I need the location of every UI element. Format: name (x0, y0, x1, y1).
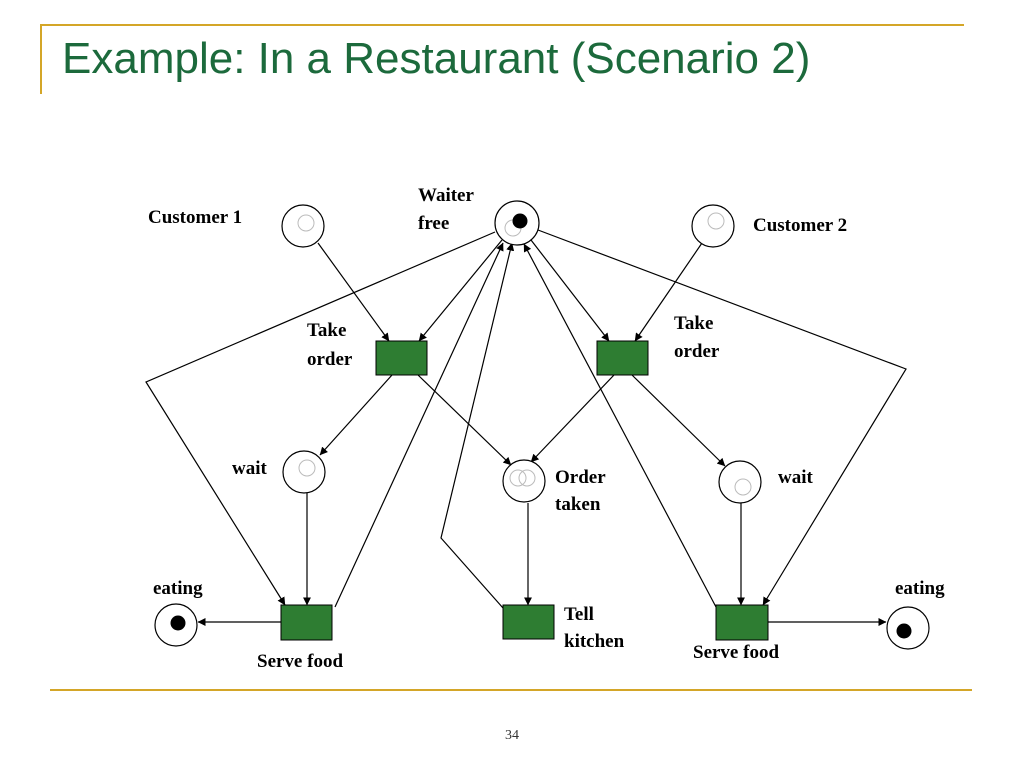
slide-title: Example: In a Restaurant (Scenario 2) (62, 34, 811, 83)
place-customer2 (691, 204, 735, 248)
bottom-rule (50, 689, 972, 691)
label-wait1: wait (232, 458, 268, 479)
label-tell-kitchen-line2: kitchen (564, 631, 625, 652)
arc-serve-food1-to-waiter (334, 242, 504, 608)
label-wait2: wait (778, 467, 814, 488)
page-number: 34 (505, 728, 519, 743)
label-customer1: Customer 1 (148, 207, 242, 228)
label-customer2: Customer 2 (753, 215, 847, 236)
arc-serve-food2-to-waiter (523, 243, 717, 608)
label-order-taken-line2: taken (555, 494, 601, 515)
label-take-order1: Take order (307, 320, 353, 370)
arc-waiter-to-serve-food1 (145, 231, 496, 606)
label-serve-food2: Serve food (693, 642, 779, 663)
arc-take-order2-to-wait2 (631, 374, 726, 467)
transition-tell-kitchen (502, 604, 555, 640)
arc-customer2-to-take-order2 (634, 242, 703, 342)
token-eating1 (170, 615, 186, 631)
label-eating1: eating (153, 578, 203, 599)
label-take-order2-line1: Take (674, 313, 713, 334)
label-serve-food1: Serve food (257, 651, 343, 672)
place-customer1-inner-ring (297, 214, 315, 232)
transition-take-order2 (596, 340, 649, 376)
place-customer1 (281, 204, 325, 248)
label-eating2: eating (895, 578, 945, 599)
place-wait1-inner-ring (298, 459, 316, 477)
transition-serve-food2 (715, 604, 769, 641)
arc-take-order1-to-wait1 (319, 374, 393, 456)
arc-take-order1-to-order-taken (417, 374, 512, 466)
place-wait1 (282, 450, 326, 494)
arc-waiter-to-take-order1 (418, 239, 503, 342)
place-wait2-inner-ring (734, 478, 752, 496)
arc-customer1-to-take-order1 (317, 242, 390, 342)
place-wait2 (718, 460, 762, 504)
place-order-taken (502, 459, 546, 503)
top-rule (40, 24, 964, 26)
label-tell-kitchen: Tell kitchen (564, 604, 625, 652)
label-tell-kitchen-line1: Tell (564, 604, 594, 625)
label-take-order1-line2: order (307, 349, 353, 370)
arc-waiter-to-take-order2 (530, 239, 610, 342)
label-take-order2-line2: order (674, 341, 720, 362)
arc-take-order2-to-order-taken (530, 374, 615, 463)
arc-waiter-to-serve-food2 (537, 229, 907, 606)
place-customer2-inner-ring (707, 212, 725, 230)
token-eating2 (896, 623, 912, 639)
label-order-taken-line1: Order (555, 467, 606, 488)
transition-take-order1 (375, 340, 428, 376)
label-take-order2: Take order (674, 313, 720, 362)
label-waiter-free: Waiter free (418, 185, 478, 234)
label-waiter-free-line2: free (418, 213, 449, 234)
place-order-taken-inner-ring-a (509, 469, 527, 487)
left-rule (40, 24, 42, 94)
arc-tell-kitchen-to-waiter (440, 242, 515, 609)
place-order-taken-inner-ring-b (518, 469, 536, 487)
label-take-order1-line1: Take (307, 320, 346, 341)
transition-serve-food1 (280, 604, 333, 641)
label-order-taken: Order taken (555, 467, 610, 515)
token-waiter-free (512, 213, 528, 229)
label-waiter-free-line1: Waiter (418, 185, 474, 206)
